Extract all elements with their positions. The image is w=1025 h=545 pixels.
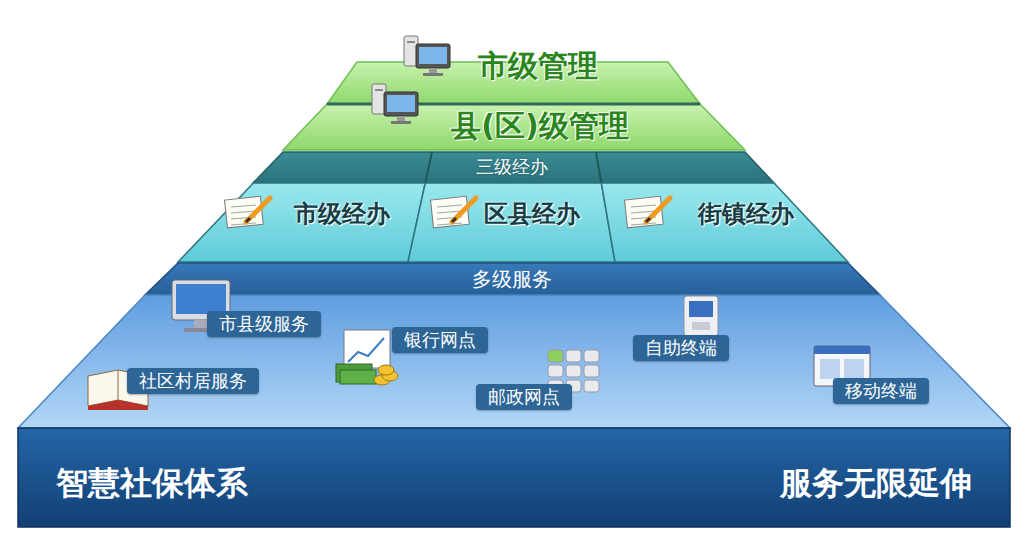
service-name: 移动终端 — [833, 378, 929, 404]
service-name: 邮政网点 — [476, 384, 572, 410]
tier-title: 多级服务 — [472, 266, 552, 293]
tier-title: 三级经办 — [476, 155, 548, 179]
service-name: 银行网点 — [392, 327, 488, 353]
service-label: 市县级服务 — [207, 311, 321, 337]
service-name: 社区村居服务 — [127, 368, 259, 394]
tier-title: 区县经办 — [484, 198, 580, 230]
tier-title: 服务无限延伸 — [780, 462, 972, 506]
tier-title: 县(区)级管理 — [451, 106, 628, 147]
pyramid-tier: 市级经办 — [178, 183, 433, 262]
service-name: 市县级服务 — [207, 311, 321, 337]
tier-title: 智慧社保体系 — [56, 462, 248, 506]
pyramid-tier: 市级经办 区县经办 街镇经办 三级经办 — [178, 152, 848, 262]
service-label: 移动终端 — [833, 378, 929, 404]
tier-title: 街镇经办 — [698, 198, 794, 230]
pyramid-tier: 智慧社保体系 服务无限延伸 — [18, 428, 1010, 527]
pyramid-tier: 街镇经办 — [601, 183, 848, 262]
service-label: 自助终端 — [633, 335, 729, 361]
service-name: 自助终端 — [633, 335, 729, 361]
service-label: 邮政网点 — [476, 384, 572, 410]
tier-title: 市级经办 — [294, 198, 390, 230]
pyramid-tier: 县(区)级管理 — [283, 104, 745, 150]
pyramid-tier: 市县级服务银行网点 自助终端社区村居服务邮政网点 移动终端 多级服务 — [18, 263, 1010, 428]
pyramid-tier: 区县经办 — [408, 183, 616, 262]
tier-title: 市级管理 — [478, 46, 598, 87]
service-label: 社区村居服务 — [127, 368, 259, 394]
service-label: 银行网点 — [392, 327, 488, 353]
